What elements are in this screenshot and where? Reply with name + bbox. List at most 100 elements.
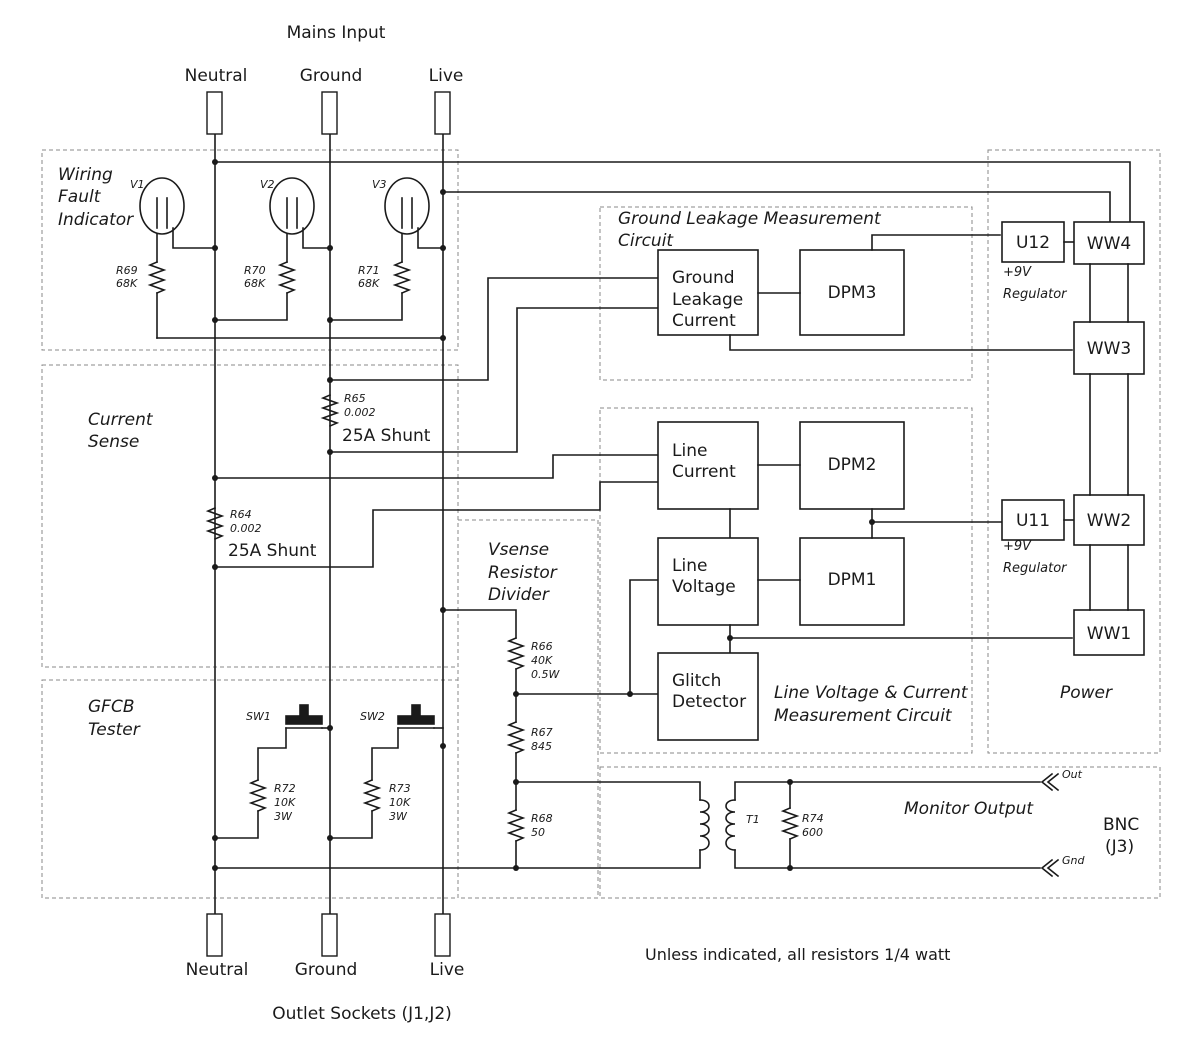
line-current-block	[657, 421, 759, 510]
transformer-t1	[699, 772, 1060, 878]
ww4-block	[1073, 221, 1145, 265]
ww3-block	[1073, 321, 1145, 375]
r67-name: R67	[531, 726, 553, 739]
block-ww4-label: WW4	[1087, 234, 1131, 254]
resistor-r73	[362, 778, 382, 813]
resistor-r68	[506, 808, 526, 843]
mains-ground-label: Ground	[300, 66, 363, 86]
zone-line-measurement	[599, 407, 973, 754]
r65-name: R65	[344, 392, 366, 405]
u12-voltage-label: +9V	[1003, 265, 1032, 280]
dpm3-block	[799, 249, 905, 336]
mains-neutral-terminal	[206, 91, 223, 135]
r64-value: 0.002	[230, 522, 262, 535]
u11-regulator-block	[1001, 499, 1065, 541]
bnc-gnd-connector	[1046, 858, 1060, 878]
block-gl-line2: Leakage	[672, 290, 743, 310]
zone-label-gfcb-2: Tester	[88, 720, 141, 740]
mains-input-title: Mains Input	[287, 23, 386, 43]
r69-value: 68K	[116, 277, 138, 290]
v1-label: V1	[130, 178, 145, 191]
zone-label-ground-leak-1: Ground Leakage Measurement	[618, 209, 882, 229]
r70-value: 68K	[244, 277, 266, 290]
power-feed-wires	[212, 159, 1131, 236]
r66-name: R66	[531, 640, 553, 653]
functional-blocks	[657, 221, 1145, 741]
zone-label-line-meas-2: Measurement Circuit	[774, 706, 953, 726]
r72-value: 10K	[274, 796, 296, 809]
r66-value: 40K	[531, 654, 553, 667]
t1-label: T1	[746, 813, 760, 826]
outlet-ground-terminal	[321, 913, 338, 957]
r69-name: R69	[116, 264, 138, 277]
outlet-live-label: Live	[430, 960, 465, 980]
neon-lamp-v2	[269, 177, 315, 235]
zone-label-wiring-2: Fault	[58, 187, 102, 207]
resistor-r70	[277, 260, 297, 295]
resistor-r74	[780, 806, 800, 841]
zone-current-sense	[41, 364, 459, 668]
block-ww2-label: WW2	[1087, 511, 1131, 531]
bnc-out-label: Out	[1062, 768, 1083, 781]
r72-wattage: 3W	[274, 810, 293, 823]
r64-name: R64	[230, 508, 252, 521]
v2-label: V2	[260, 178, 275, 191]
block-dpm2-label: DPM2	[828, 455, 877, 475]
r73-name: R73	[389, 782, 411, 795]
block-gl-line3: Current	[672, 311, 736, 331]
r74-name: R74	[802, 812, 824, 825]
vsense-divider	[440, 579, 701, 871]
neon-lamp-v3	[384, 177, 430, 235]
zone-vsense	[457, 519, 599, 899]
switch-sw2-lead	[371, 727, 399, 781]
resistor-r69	[147, 260, 167, 295]
u12-regulator-label: Regulator	[1003, 287, 1068, 302]
outlet-neutral-label: Neutral	[186, 960, 249, 980]
outlet-live-terminal	[434, 913, 451, 957]
wiring-fault-indicator	[139, 177, 446, 341]
zone-label-wiring-1: Wiring	[58, 165, 113, 185]
resistor-note: Unless indicated, all resistors 1/4 watt	[645, 945, 950, 964]
r68-name: R68	[531, 812, 553, 825]
zone-label-vsense-1: Vsense	[488, 540, 549, 560]
block-lv-line1: Line	[672, 556, 707, 576]
zone-label-vsense-3: Divider	[488, 585, 550, 605]
r64-description: 25A Shunt	[228, 541, 317, 561]
zone-outlines	[41, 149, 1161, 899]
r71-value: 68K	[358, 277, 380, 290]
mains-ground-terminal	[321, 91, 338, 135]
resistor-r65	[320, 393, 340, 428]
outlet-ground-label: Ground	[295, 960, 358, 980]
block-lc-line1: Line	[672, 441, 707, 461]
block-dpm3-label: DPM3	[828, 283, 877, 303]
zone-label-ground-leak-2: Circuit	[618, 231, 674, 251]
outlet-neutral-terminal	[206, 913, 223, 957]
bnc-gnd-label: Gnd	[1062, 854, 1085, 867]
block-ww1-label: WW1	[1087, 624, 1131, 644]
ww2-block	[1073, 494, 1145, 546]
block-gl-line1: Ground	[672, 268, 735, 288]
block-u11-label: U11	[1016, 511, 1050, 531]
r66-wattage: 0.5W	[531, 668, 560, 681]
zone-monitor-output	[599, 766, 1161, 899]
mains-live-label: Live	[429, 66, 464, 86]
resistor-r72	[248, 778, 268, 813]
v3-label: V3	[372, 178, 387, 191]
outlet-sockets-title: Outlet Sockets (J1,J2)	[272, 1004, 452, 1024]
r71-name: R71	[358, 264, 380, 277]
zone-label-current-1: Current	[88, 410, 154, 430]
current-sense	[205, 277, 659, 570]
resistor-r66	[506, 636, 526, 671]
r74-value: 600	[802, 826, 823, 839]
block-gd-line2: Detector	[672, 692, 746, 712]
block-dpm1-label: DPM1	[828, 570, 877, 590]
resistor-r64	[205, 506, 225, 541]
neon-lamp-v1	[139, 177, 185, 235]
mains-neutral-label: Neutral	[185, 66, 248, 86]
zone-label-line-meas-1: Line Voltage & Current	[774, 683, 969, 703]
r70-name: R70	[244, 264, 266, 277]
resistor-r67	[506, 720, 526, 755]
zone-label-current-2: Sense	[88, 432, 139, 452]
sw2-label: SW2	[360, 710, 385, 723]
terminals	[206, 91, 451, 957]
